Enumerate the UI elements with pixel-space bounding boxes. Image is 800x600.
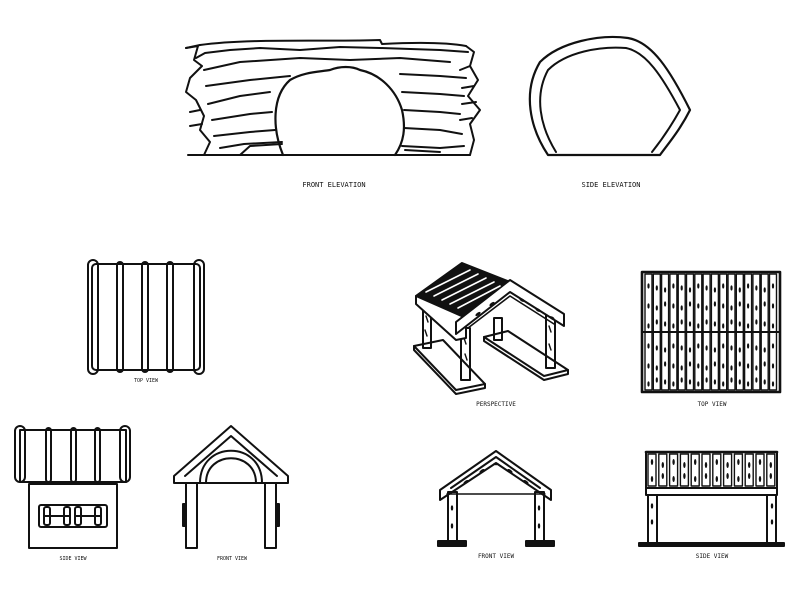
small-top-view-caption: TOP VIEW <box>134 378 159 384</box>
small-shelter-front-view <box>173 425 289 549</box>
small-side-view-caption: SIDE VIEW <box>59 556 87 562</box>
log-tunnel-front-elevation <box>185 39 481 157</box>
small-front-view-caption: FRONT VIEW <box>217 556 248 562</box>
perspective-caption: PERSPECTIVE <box>476 401 516 408</box>
side-elevation-caption: SIDE ELEVATION <box>581 181 640 189</box>
small-shelter-side-view <box>14 425 131 549</box>
log-tunnel-side-elevation <box>528 35 692 157</box>
pavilion-front-view <box>437 450 555 547</box>
pavilion-perspective <box>413 262 569 395</box>
side-view-caption: SIDE VIEW <box>696 553 729 560</box>
pavilion-side-view <box>638 450 785 547</box>
small-shelter-top-view <box>87 259 205 375</box>
pavilion-top-view <box>640 270 782 394</box>
front-elevation-caption: FRONT ELEVATION <box>302 181 365 189</box>
top-view-caption: TOP VIEW <box>698 401 727 408</box>
front-view-caption: FRONT VIEW <box>478 553 515 560</box>
